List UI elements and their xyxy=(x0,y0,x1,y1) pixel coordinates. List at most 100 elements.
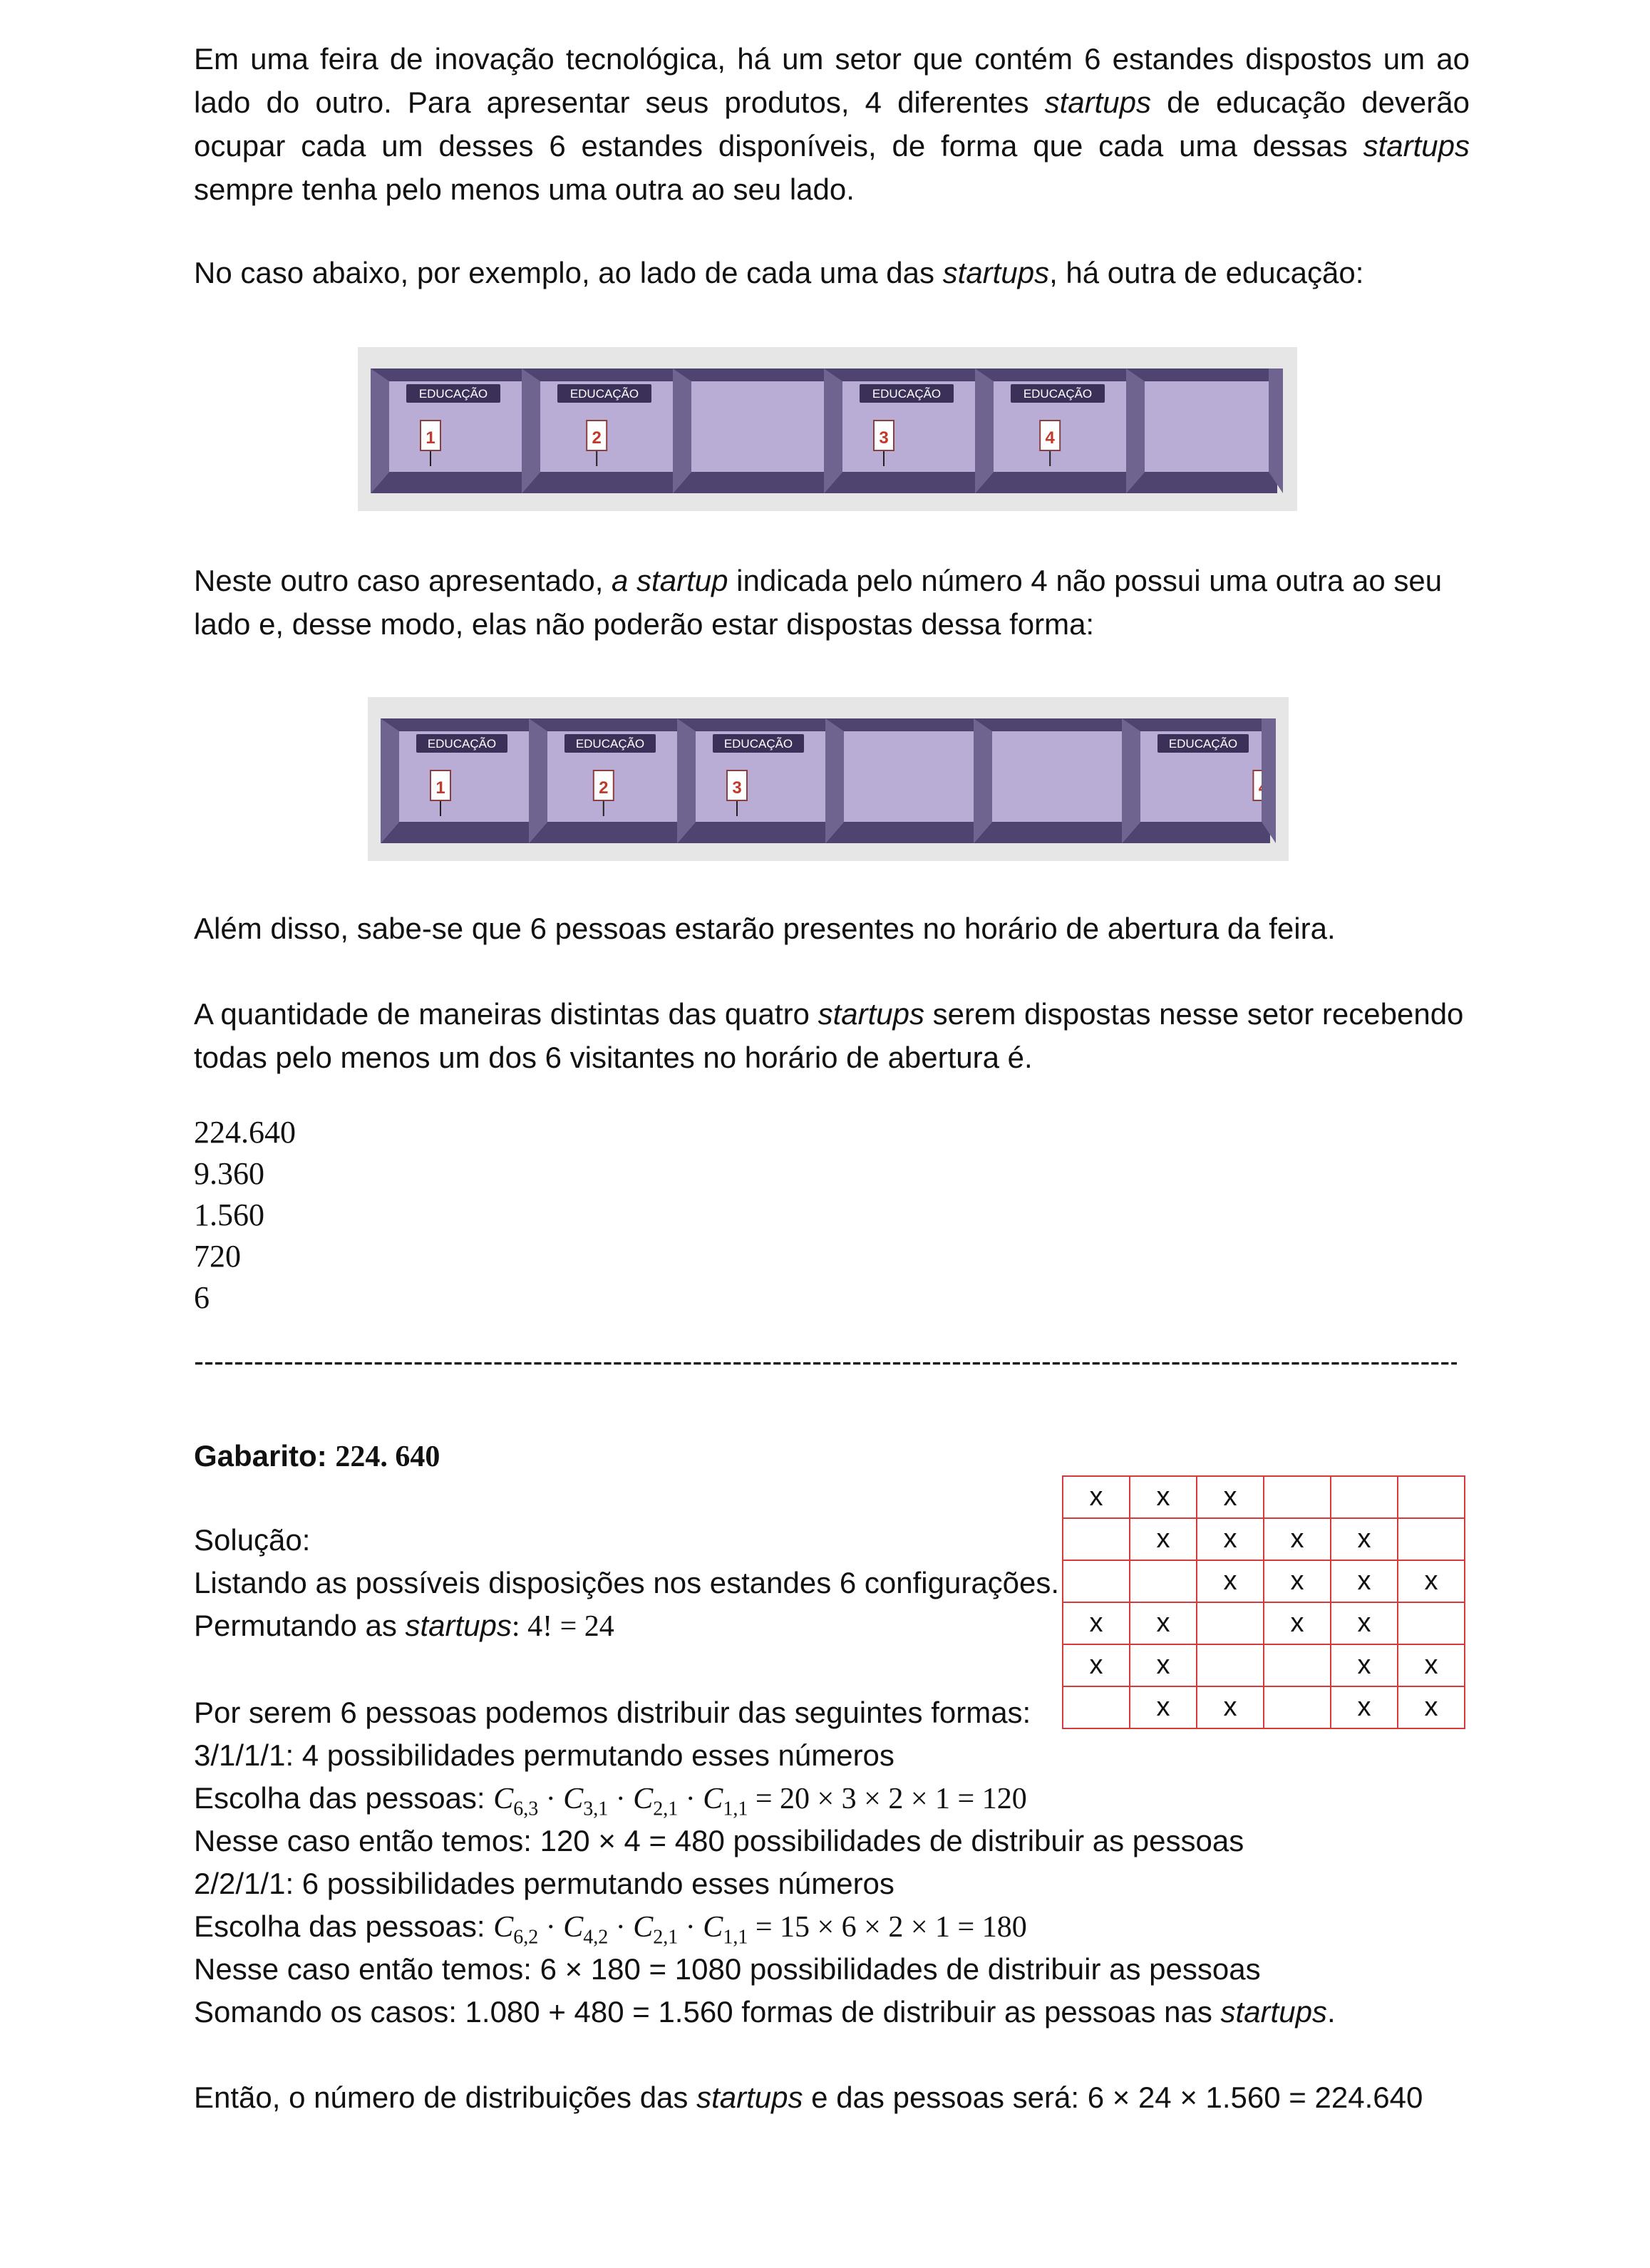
solution-line-9: Nesse caso então temos: 6 × 180 = 1080 p… xyxy=(194,1952,1261,1986)
booth-back-wall xyxy=(691,381,824,472)
table-cell xyxy=(1062,1686,1130,1729)
table-cell xyxy=(1129,1560,1197,1603)
option-e: 6 xyxy=(194,1280,210,1315)
solution-title: Solução: xyxy=(194,1523,311,1557)
answer-key: Gabarito: 224. 640 xyxy=(194,1439,440,1473)
table-cell: x xyxy=(1330,1602,1398,1645)
booth-side-wall xyxy=(824,368,842,493)
booth-sign xyxy=(564,734,656,753)
booth-sign-text: EDUCAÇÃO xyxy=(428,737,496,751)
table-cell: x xyxy=(1062,1475,1130,1519)
booth-sign xyxy=(1157,734,1249,753)
booth-top-rail xyxy=(974,718,1122,731)
number-card xyxy=(1039,420,1061,451)
number-label: 3 xyxy=(732,778,741,798)
number-label: 2 xyxy=(599,778,608,798)
booth-side-wall xyxy=(974,718,992,843)
booth-floor xyxy=(825,822,974,843)
booth-floor xyxy=(824,472,975,493)
booth-side-wall xyxy=(371,368,389,493)
table-cell: x xyxy=(1263,1517,1331,1561)
option-a: 224.640 xyxy=(194,1115,296,1150)
solution-line-2: Permutando as startups: 4! = 24 xyxy=(194,1609,614,1643)
table-cell: x xyxy=(1263,1602,1331,1645)
table-cell: x xyxy=(1196,1517,1264,1561)
table-cell: x xyxy=(1129,1686,1197,1729)
booth-top-rail xyxy=(673,368,824,381)
table-cell: x xyxy=(1263,1560,1331,1603)
number-label: 4 xyxy=(1046,428,1056,448)
booth-sign xyxy=(406,384,500,403)
booth-end-wall xyxy=(1262,718,1276,843)
booth-back-wall xyxy=(1145,381,1277,472)
number-label: 2 xyxy=(592,428,602,448)
booth-sign xyxy=(1011,384,1105,403)
table-cell xyxy=(1196,1644,1264,1687)
table-cell: x xyxy=(1397,1644,1465,1687)
table-cell xyxy=(1330,1475,1398,1519)
solution-line-8: Escolha das pessoas: C6,2 · C4,2 · C2,1 … xyxy=(194,1909,1027,1949)
booth-side-wall xyxy=(673,368,691,493)
booth xyxy=(825,718,974,843)
solution-line-5: Escolha das pessoas: C6,3 · C3,1 · C2,1 … xyxy=(194,1781,1027,1820)
table-cell: x xyxy=(1397,1686,1465,1729)
booth-top-rail xyxy=(529,718,677,731)
booth-floor xyxy=(673,472,824,493)
number-card xyxy=(726,770,748,801)
solution-line-6: Nesse caso então temos: 120 × 4 = 480 po… xyxy=(194,1824,1244,1857)
booth-side-wall xyxy=(1122,718,1140,843)
booth-sign-text: EDUCAÇÃO xyxy=(419,387,488,401)
table-cell xyxy=(1196,1602,1264,1645)
booth-end-wall xyxy=(1269,368,1283,493)
table-cell xyxy=(1263,1475,1331,1519)
booth-sign xyxy=(557,384,651,403)
booth-side-wall xyxy=(522,368,540,493)
booth xyxy=(1126,368,1277,493)
table-cell: x xyxy=(1196,1475,1264,1519)
table-cell: x xyxy=(1062,1602,1130,1645)
booth-top-rail xyxy=(371,368,522,381)
booth-sign-text: EDUCAÇÃO xyxy=(570,387,639,401)
booth xyxy=(673,368,824,493)
intro-paragraph-2: No caso abaixo, por exemplo, ao lado de … xyxy=(194,256,1364,289)
number-label: 3 xyxy=(879,428,888,448)
booth-top-rail xyxy=(825,718,974,731)
table-cell: x xyxy=(1062,1644,1130,1687)
booth-top-rail xyxy=(1126,368,1277,381)
booth-floor xyxy=(381,822,529,843)
booth-side-wall xyxy=(1126,368,1145,493)
booth-sign-text: EDUCAÇÃO xyxy=(724,737,793,751)
table-cell: x xyxy=(1196,1560,1264,1603)
booth-back-wall xyxy=(992,731,1122,822)
booth-top-rail xyxy=(381,718,529,731)
booth-floor xyxy=(1122,822,1270,843)
table-cell xyxy=(1397,1475,1465,1519)
booth-floor xyxy=(1126,472,1277,493)
table-cell xyxy=(1397,1517,1465,1561)
booth-top-rail xyxy=(1122,718,1270,731)
solution-line-7: 2/2/1/1: 6 possibilidades permutando ess… xyxy=(194,1867,894,1900)
booth-floor xyxy=(522,472,673,493)
booth-back-wall xyxy=(844,731,974,822)
number-label: 1 xyxy=(426,428,435,448)
solution-line-3: Por serem 6 pessoas podemos distribuir d… xyxy=(194,1696,1031,1729)
booth-floor xyxy=(529,822,677,843)
booth: EDUCAÇÃO 1 xyxy=(371,368,522,493)
solution-line-1: Listando as possíveis disposições nos es… xyxy=(194,1566,1060,1599)
booth-floor xyxy=(974,822,1122,843)
booth-floor xyxy=(975,472,1126,493)
booth-side-wall xyxy=(381,718,399,843)
solution-conclusion: Então, o número de distribuições das sta… xyxy=(194,2081,1423,2114)
solution-line-10: Somando os casos: 1.080 + 480 = 1.560 fo… xyxy=(194,1995,1336,2029)
